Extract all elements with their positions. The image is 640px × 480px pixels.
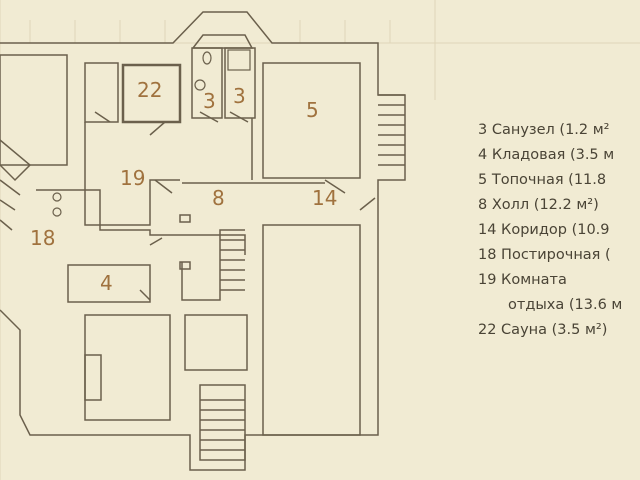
legend-item-8: 8 Холл (12.2 м²): [478, 197, 599, 213]
legend-item-19: 19 Комната: [478, 272, 567, 288]
legend-item-18: 18 Постирочная (: [478, 247, 611, 263]
legend-item-5: 5 Топочная (11.8: [478, 172, 607, 188]
room-number-4: 4: [100, 271, 113, 295]
room-number-3-shower: 3: [233, 84, 246, 108]
room-legend: 3 Санузел (1.2 м² 4 Кладовая (3.5 м 5 То…: [478, 118, 640, 343]
legend-item-22: 22 Сауна (3.5 м²): [478, 322, 608, 338]
legend-item-4: 4 Кладовая (3.5 м: [478, 147, 615, 163]
fixtures: [52, 49, 251, 217]
room-number-18: 18: [30, 226, 55, 250]
walls: [0, 11, 406, 471]
legend-item-3: 3 Санузел (1.2 м²: [478, 122, 610, 138]
room-number-22: 22: [137, 78, 162, 102]
room-number-14: 14: [312, 186, 337, 210]
room-number-8: 8: [212, 186, 225, 210]
legend-item-14: 14 Коридор (10.9: [478, 222, 610, 238]
room-number-5: 5: [306, 98, 319, 122]
room-number-19: 19: [120, 166, 145, 190]
room-number-3-toilet: 3: [203, 89, 216, 113]
room-numbers: 22 3 3 5 19 8 14 18 4: [30, 78, 337, 295]
legend-item-19-cont: отдыха (13.6 м: [508, 297, 623, 313]
